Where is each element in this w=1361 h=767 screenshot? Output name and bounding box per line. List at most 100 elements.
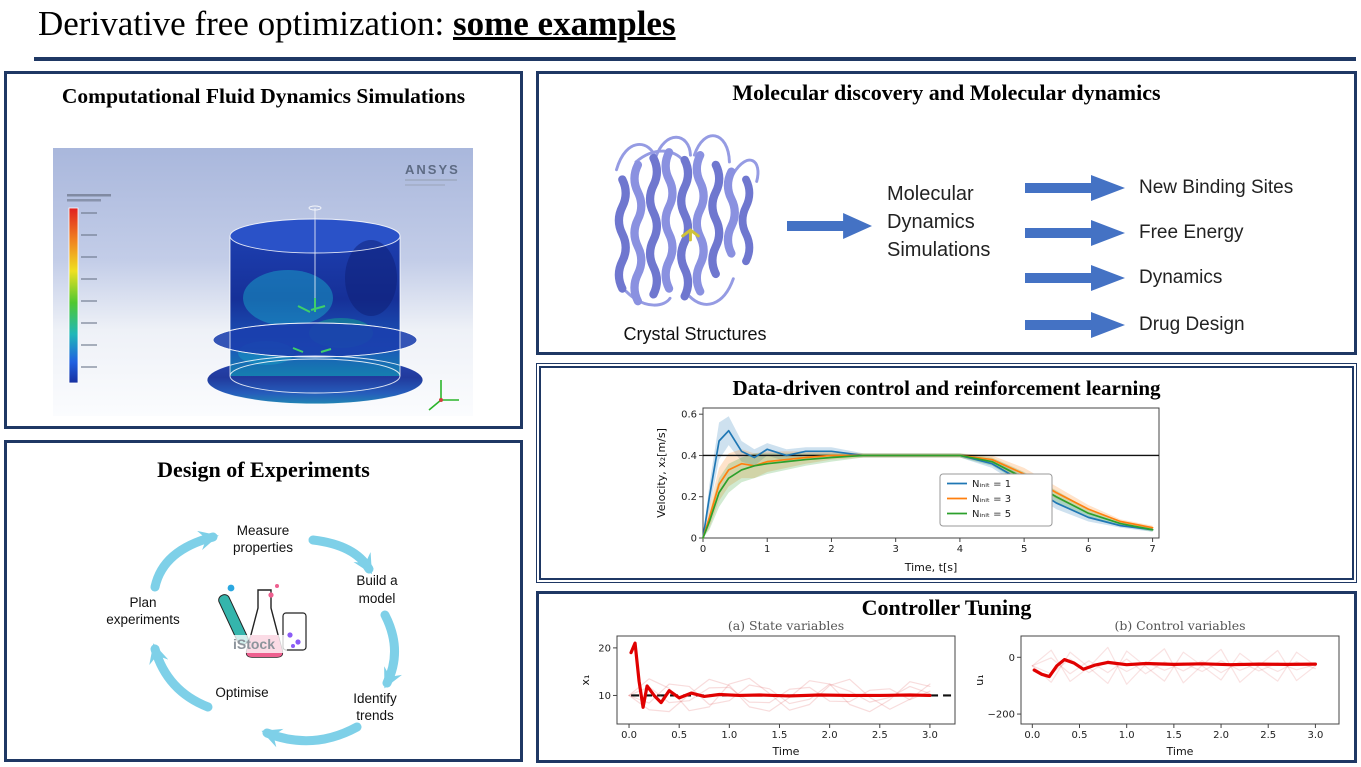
series-line [628,678,931,713]
protein-helices [614,148,754,306]
x-tick-label: 0.0 [1024,730,1040,741]
node-plan-line2: experiments [106,612,180,627]
series-line [1032,657,1318,679]
subplot-title: (b) Control variables [1114,618,1245,633]
cfd-color-legend [67,194,111,384]
arrow-shape [1025,220,1125,246]
x-tick-label: 0.5 [671,730,687,741]
node-build-line1: Build a [356,573,398,588]
colorbar [68,207,79,384]
x-axis-label: Time, t[s] [904,561,958,574]
output-label-dynamics: Dynamics [1139,267,1223,288]
y-tick-label: 0.4 [681,451,697,462]
node-measure-line2: properties [233,540,293,555]
x-tick-label: 1.0 [1119,730,1135,741]
x-tick-label: 3.0 [922,730,938,741]
y-tick-label: 0 [1009,653,1015,664]
panel-molecular: Molecular discovery and Molecular dynami… [536,71,1357,355]
x-tick-label: 1.0 [721,730,737,741]
x-tick-label: 3 [892,544,898,555]
md-simulations-text: Molecular Dynamics Simulations [887,180,990,264]
axis-triad-icon [428,380,459,411]
y-axis-label: x₁ [579,675,592,686]
protein-loops [615,134,760,307]
impeller-marks [292,298,332,353]
legend-label: Nᵢₙᵢₜ = 1 [972,479,1011,490]
ansys-sub-line [405,179,457,181]
flask-icon: iStock [218,584,307,658]
arrow-plan-to-measure [150,530,219,592]
cycle-arrows [149,530,402,748]
x-axis-label: Time [772,745,800,758]
arrow-optimise-to-plan [149,643,213,712]
node-plan-line1: Plan [129,595,156,610]
x-tick-label: 1.5 [1166,730,1182,741]
y-axis-label: Velocity, x₂[m/s] [655,428,668,518]
panel-rl: Data-driven control and reinforcement le… [536,363,1357,583]
y-axis-label: u₁ [973,674,986,685]
watermark-box [221,635,287,653]
tank-wireframe [206,205,424,405]
x-tick-label: 7 [1149,544,1155,555]
x-tick-label: 2.5 [872,730,888,741]
md-line-2: Dynamics [887,211,975,233]
x-tick-label: 1 [764,544,770,555]
panel-rl-inner: Data-driven control and reinforcement le… [539,366,1354,580]
output-label-new-binding-sites: New Binding Sites [1139,177,1294,198]
series-line [629,641,932,709]
arrow-measure-to-build [308,535,374,575]
panel-cfd: Computational Fluid Dynamics Simulations [4,71,523,429]
x-tick-label: 3.0 [1307,730,1323,741]
molecular-title: Molecular discovery and Molecular dynami… [732,80,1161,105]
subplot-title: (a) State variables [728,618,844,633]
y-tick-label: 20 [598,643,611,654]
arrow-output-4-icon [1025,312,1125,338]
arrow-identify-to-optimise [261,722,362,748]
arrow-output-1-icon [1025,175,1125,201]
slide-title-prefix: Derivative free optimization: [38,4,453,43]
series-line [628,677,931,712]
x-tick-label: 1.5 [772,730,788,741]
y-tick-label: −200 [988,710,1015,721]
x-tick-label: 2.0 [1213,730,1229,741]
node-optimise: Optimise [215,685,268,700]
panel-controller-tuning: Controller Tuning 0.0 0.5 1.0 1.5 2.0 2.5 3.0 1… [536,591,1357,763]
x-tick-label: 2.5 [1260,730,1276,741]
node-identify-line1: Identify [353,691,397,706]
arrow-shape [1025,175,1125,201]
panel-doe: Design of Experiments [4,440,523,762]
series-line [1031,650,1317,685]
doe-title: Design of Experiments [157,457,370,482]
x-tick-label: 0.0 [621,730,637,741]
istock-watermark: iStock [233,636,275,652]
plot-box [1020,635,1340,725]
x-tick-label: 5 [1021,544,1027,555]
cfd-tank [206,205,424,405]
x-axis-label: Time [1166,745,1194,758]
slide-title-emphasis: some examples [452,4,676,43]
arrow-shape [787,213,872,239]
arrow-shape [1025,312,1125,338]
x-tick-label: 4 [957,544,963,555]
ansys-logo: ANSYS [405,162,460,177]
title-divider [34,57,1356,61]
node-identify-line2: trends [356,708,394,723]
arrow-protein-to-md-icon [787,213,872,239]
arrow-build-to-identify [380,610,402,689]
y-tick-label: 0.6 [681,410,697,421]
md-line-1: Molecular [887,183,974,205]
controller-title: Controller Tuning [861,595,1032,620]
cfd-simulation-image: ANSYS [53,148,473,416]
plot-box [702,407,1160,539]
y-tick-label: 0 [691,534,697,545]
doe-cycle-diagram: iStock Measure properties Build a model … [106,523,402,748]
rl-title: Data-driven control and reinforcement le… [732,376,1161,400]
y-tick-label: 10 [598,691,611,702]
legend-label: Nᵢₙᵢₜ = 3 [972,494,1011,505]
y-tick-label: 0.2 [681,492,697,503]
legend-box [939,473,1053,527]
x-tick-label: 2 [828,544,834,555]
x-tick-label: 0.5 [1072,730,1088,741]
